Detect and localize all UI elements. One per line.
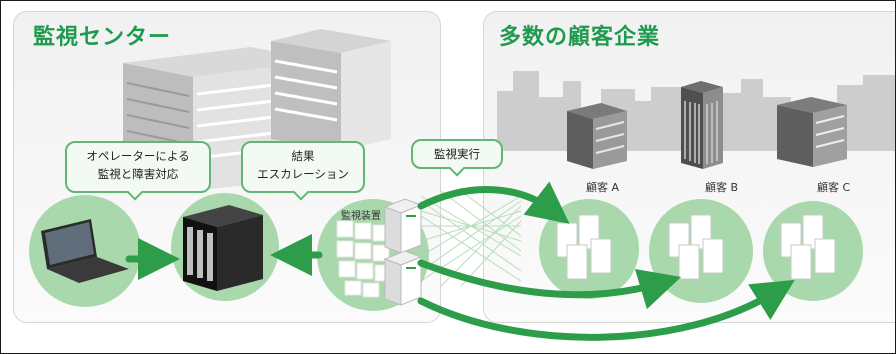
network-mesh (420, 190, 522, 287)
customer-building-a-icon (567, 103, 627, 169)
customer-c-label: 顧客 C (817, 181, 851, 194)
escalation-bubble-line1: 結果 (291, 149, 315, 163)
customer-building-b-icon (681, 81, 723, 169)
customers-title: 多数の顧客企業 (499, 25, 661, 50)
operator-bubble-line1: オペレーターによる (86, 149, 190, 163)
operator-bubble: オペレーターによる 監視と障害対応 (65, 141, 211, 201)
monitor-exec-text: 監視実行 (434, 147, 480, 161)
operator-bubble-line2: 監視と障害対応 (97, 167, 179, 181)
monitoring-center-tower-icon (271, 29, 391, 151)
monitor-exec-bubble: 監視実行 (411, 139, 503, 177)
server-rack-icon (183, 205, 263, 291)
escalation-bubble: 結果 エスカレーション (241, 141, 365, 201)
arrow-to-customer-a (417, 181, 570, 224)
monitoring-device-label: 監視装置 (341, 211, 381, 222)
laptop-icon (41, 219, 129, 283)
flow-arrows (125, 181, 795, 341)
customer-c-servers-icon (780, 214, 836, 280)
customer-a-servers-icon (556, 214, 612, 280)
escalation-bubble-line2: エスカレーション (257, 167, 349, 181)
customer-b-label: 顧客 B (705, 181, 739, 194)
arrow-to-customer-b (417, 259, 682, 310)
monitoring-device-icon (383, 198, 423, 306)
customer-a-label: 顧客 A (586, 181, 620, 194)
monitoring-center-title: 監視センター (33, 25, 172, 50)
arrow-to-customer-c (417, 279, 795, 341)
customer-building-c-icon (777, 97, 847, 167)
customer-b-servers-icon (668, 214, 724, 280)
